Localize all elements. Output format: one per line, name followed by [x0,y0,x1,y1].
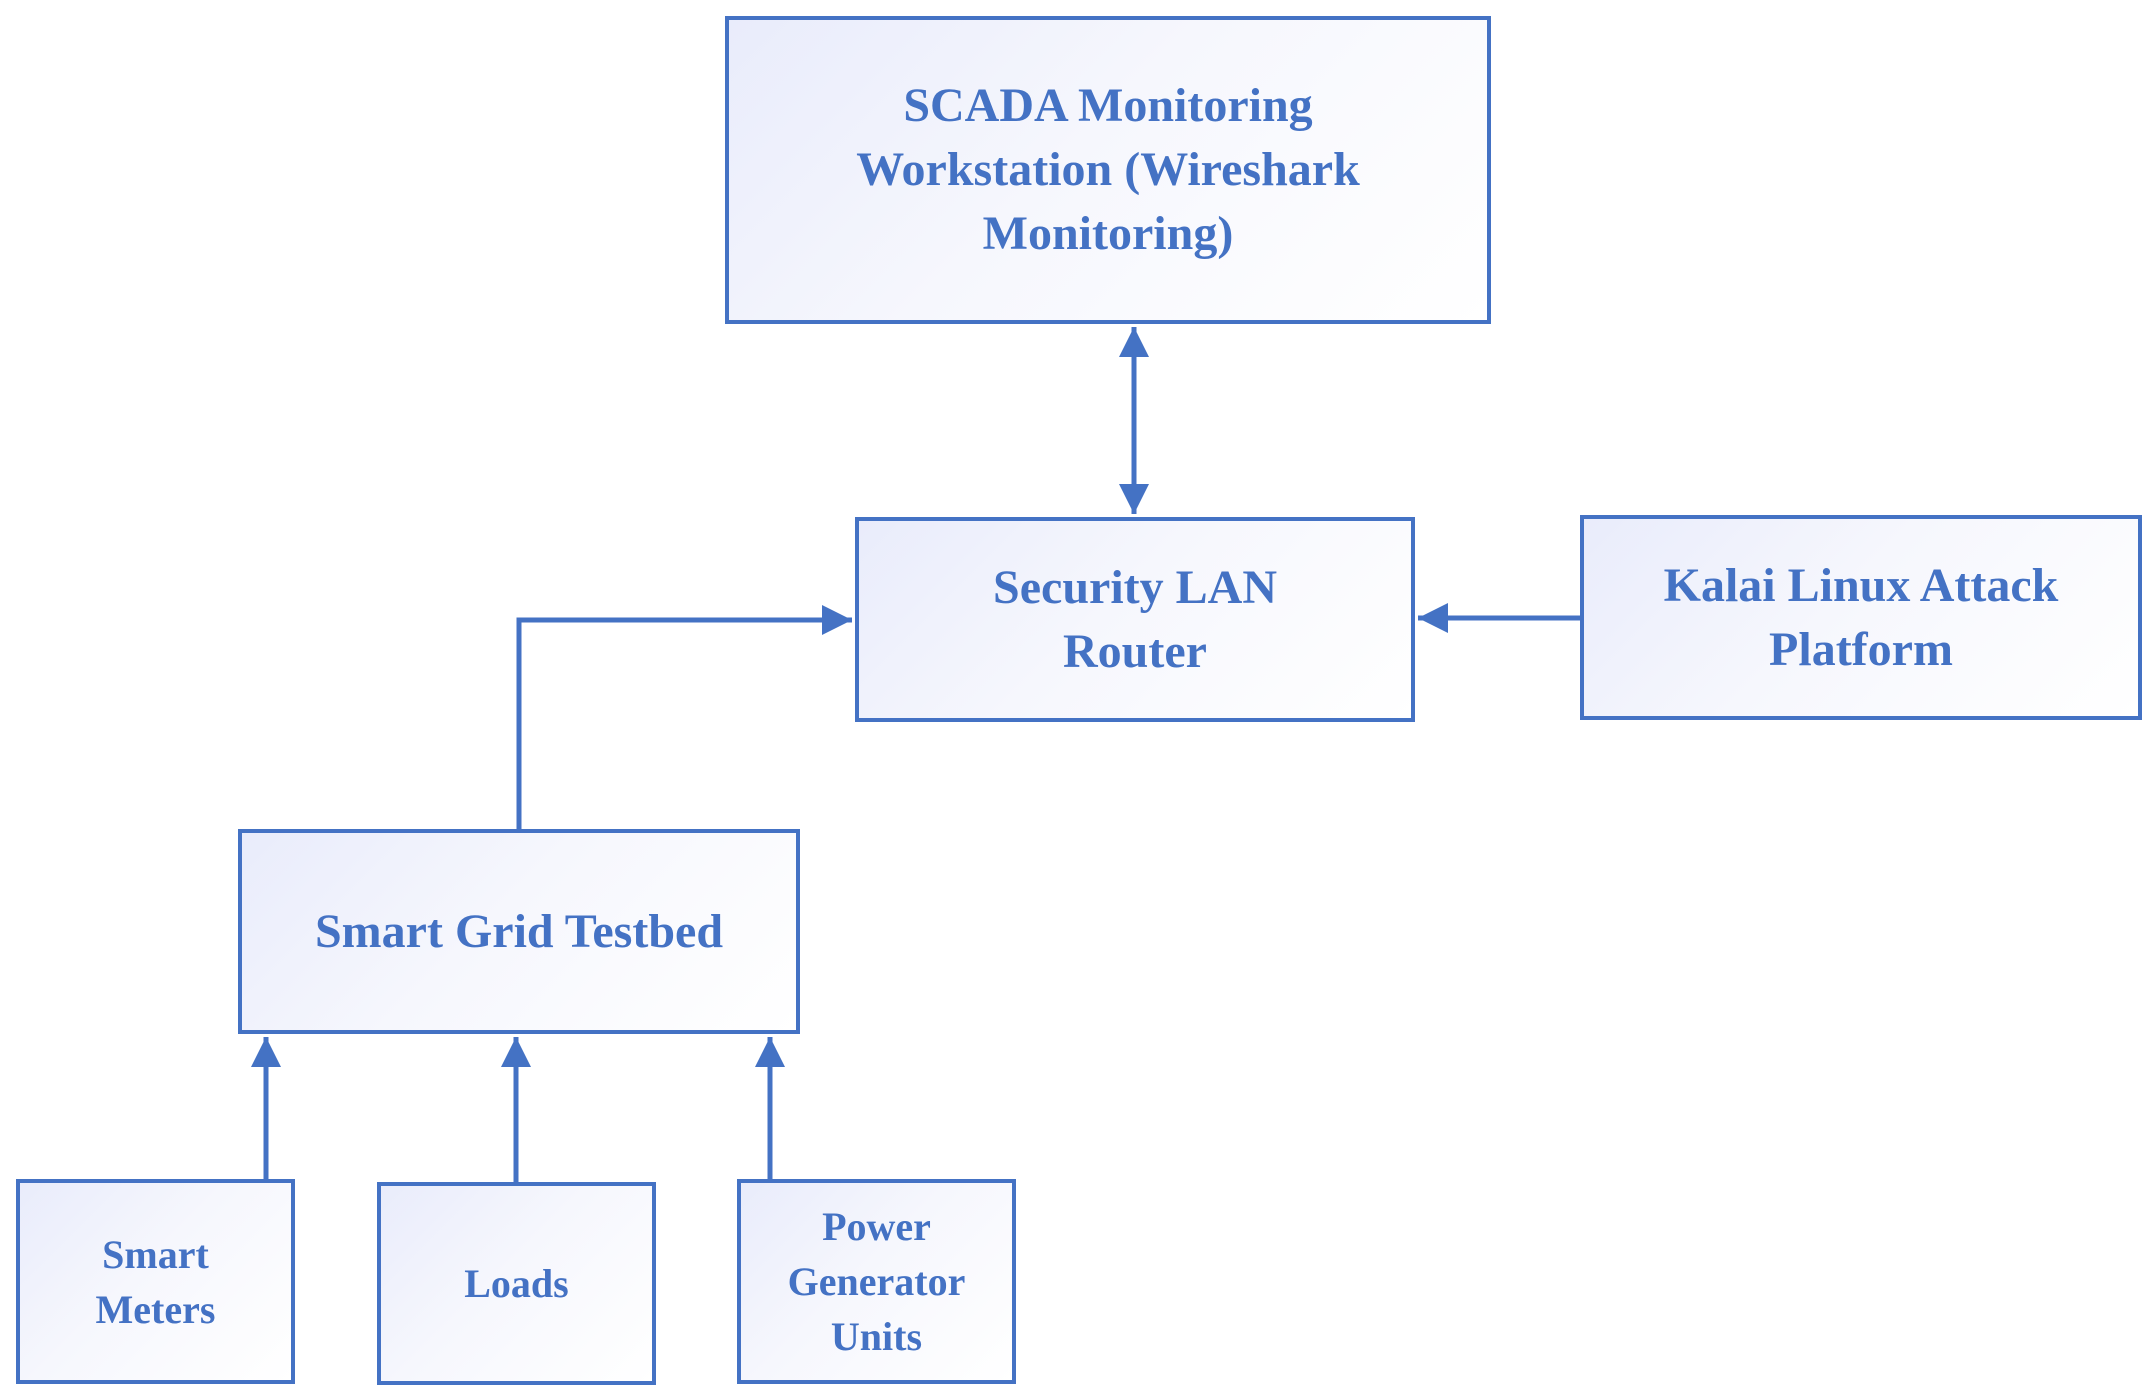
node-scada-workstation: SCADA Monitoring Workstation (Wireshark … [725,16,1491,324]
node-meters-label: Smart Meters [95,1231,216,1332]
node-power-generator-units: Power Generator Units [737,1179,1016,1384]
node-power-label: Power Generator Units [787,1204,966,1359]
node-smart-meters: Smart Meters [16,1179,295,1384]
edge-testbed-router [516,605,852,829]
node-smart-grid-testbed: Smart Grid Testbed [238,829,800,1034]
node-loads: Loads [377,1182,656,1385]
node-loads-label: Loads [464,1261,569,1306]
node-security-lan-router: Security LAN Router [855,517,1415,722]
node-kali-label: Kalai Linux Attack Platform [1663,558,2059,676]
node-testbed-label: Smart Grid Testbed [314,904,724,958]
node-scada-label: SCADA Monitoring Workstation (Wireshark … [856,79,1360,260]
node-kali-attack-platform: Kalai Linux Attack Platform [1580,515,2142,720]
node-router-label: Security LAN Router [993,560,1277,678]
